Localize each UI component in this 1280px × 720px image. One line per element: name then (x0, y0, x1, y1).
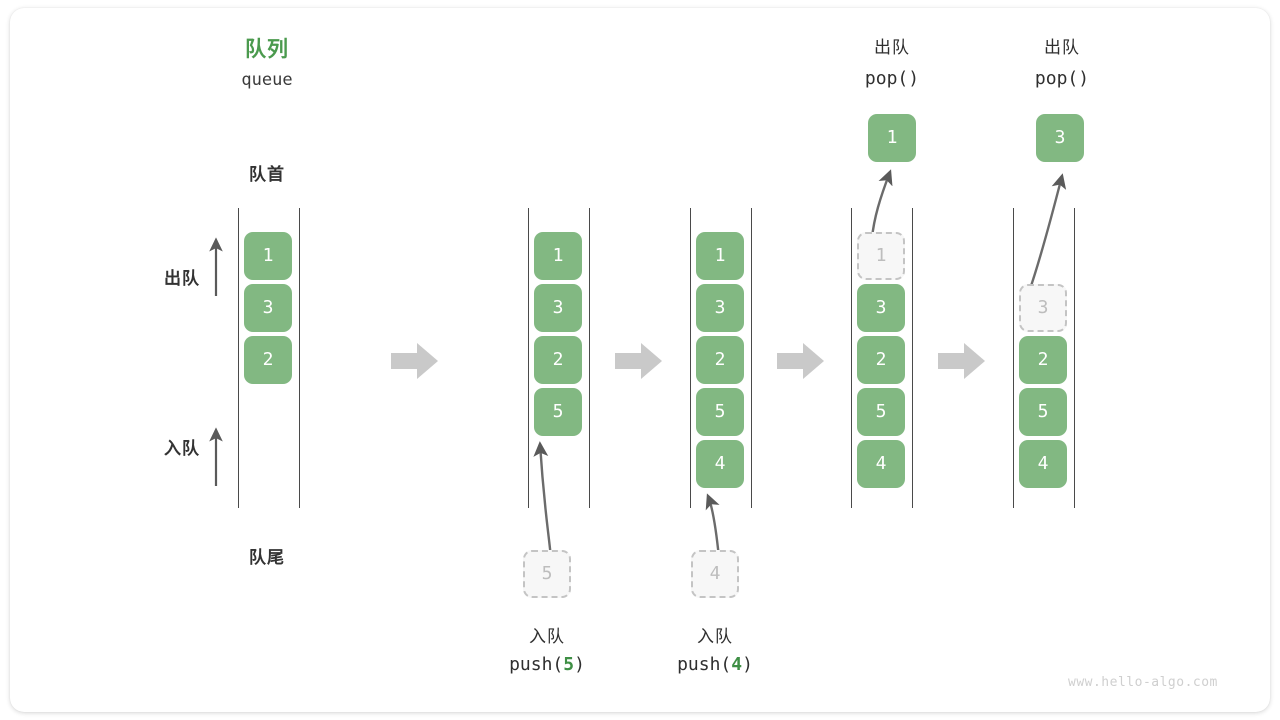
queue-column-push-4: 1 3 2 5 4 (690, 208, 752, 508)
queue-column-initial: 1 3 2 (238, 208, 300, 508)
push-5-label-cn: 入队 (529, 627, 565, 647)
diagram-title-cn: 队列 (245, 37, 289, 61)
queue-cell: 4 (1019, 440, 1067, 488)
queue-cell: 1 (534, 232, 582, 280)
step-arrow-2 (615, 341, 663, 381)
queue-cell: 2 (1019, 336, 1067, 384)
push-5-code-arg: 5 (563, 654, 575, 675)
pop-3-label-cn: 出队 (1044, 38, 1080, 58)
queue-cell: 2 (696, 336, 744, 384)
queue-cell: 1 (244, 232, 292, 280)
queue-rail-right (1074, 208, 1075, 508)
step-arrow-3 (777, 341, 825, 381)
push-5-code-prefix: push( (509, 654, 564, 675)
queue-rail-right (751, 208, 752, 508)
queue-rail-left (528, 208, 529, 508)
queue-cell: 1 (696, 232, 744, 280)
queue-rail-left (238, 208, 239, 508)
dequeue-side-label: 出队 (164, 269, 200, 289)
queue-cell: 5 (1019, 388, 1067, 436)
pop-1-label-code: pop() (864, 68, 920, 89)
queue-cell: 3 (534, 284, 582, 332)
enqueue-side-label: 入队 (164, 439, 200, 459)
queue-cell: 4 (857, 440, 905, 488)
front-label: 队首 (249, 165, 285, 185)
queue-cell: 2 (534, 336, 582, 384)
queue-cell-new: 4 (696, 440, 744, 488)
watermark: www.hello-algo.com (1068, 675, 1218, 690)
push-4-code-arg: 4 (731, 654, 743, 675)
rear-label: 队尾 (249, 548, 285, 568)
queue-cell-removed: 3 (1019, 284, 1067, 332)
queue-rail-right (912, 208, 913, 508)
push-4-code-prefix: push( (677, 654, 732, 675)
push-4-incoming-cell: 4 (691, 550, 739, 598)
queue-cell: 3 (244, 284, 292, 332)
queue-rail-left (851, 208, 852, 508)
push-4-label-cn: 入队 (697, 627, 733, 647)
step-arrow-1 (391, 341, 439, 381)
push-5-code-suffix: ) (574, 654, 585, 675)
pop-1-label-cn: 出队 (874, 38, 910, 58)
step-arrow-4 (938, 341, 986, 381)
queue-column-pop-3: 3 2 5 4 (1013, 208, 1075, 508)
queue-cell-removed: 1 (857, 232, 905, 280)
queue-rail-left (1013, 208, 1014, 508)
queue-cell: 5 (857, 388, 905, 436)
queue-column-push-5: 1 3 2 5 (528, 208, 590, 508)
pop-3-label-code: pop() (1034, 68, 1090, 89)
queue-cell: 2 (857, 336, 905, 384)
queue-rail-right (589, 208, 590, 508)
queue-cell: 5 (696, 388, 744, 436)
push-5-incoming-cell: 5 (523, 550, 571, 598)
queue-cell-new: 5 (534, 388, 582, 436)
queue-cell: 3 (696, 284, 744, 332)
queue-rail-right (299, 208, 300, 508)
pop-1-result-cell: 1 (868, 114, 916, 162)
queue-column-pop-1: 1 3 2 5 4 (851, 208, 913, 508)
push-5-label-code: push(5) (487, 654, 607, 675)
push-4-label-code: push(4) (655, 654, 775, 675)
queue-cell: 3 (857, 284, 905, 332)
push-4-code-suffix: ) (742, 654, 753, 675)
queue-rail-left (690, 208, 691, 508)
queue-cell: 2 (244, 336, 292, 384)
pop-3-result-cell: 3 (1036, 114, 1084, 162)
diagram-title-en: queue (241, 70, 293, 90)
